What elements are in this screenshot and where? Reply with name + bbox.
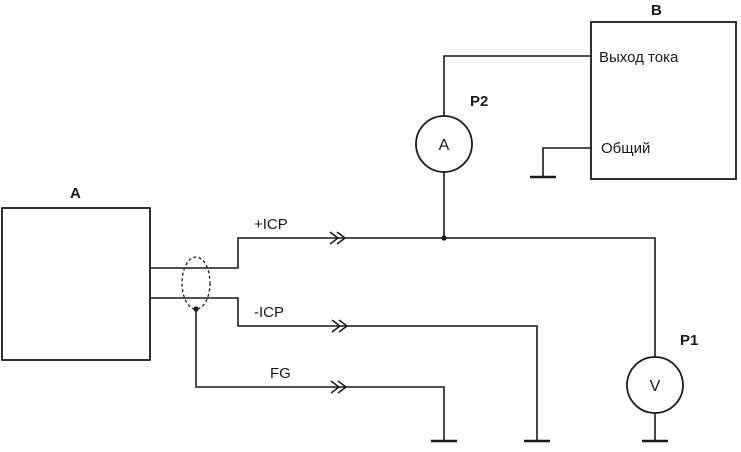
connector-arrow-fg-1 xyxy=(330,380,341,394)
connector-arrow-icp-minus-1 xyxy=(331,319,342,333)
block-b-output-terminal-label: Выход тока xyxy=(599,49,679,66)
icp-plus-wire xyxy=(150,237,656,358)
connector-arrow-fg-2 xyxy=(337,380,348,394)
block-b xyxy=(590,21,737,180)
ammeter-symbol: A xyxy=(439,137,450,154)
block-a-label: A xyxy=(70,185,81,202)
block-b-label: B xyxy=(651,2,662,19)
common-ground-wire xyxy=(542,147,591,176)
fg-wire xyxy=(195,309,445,440)
icp-plus-label: +ICP xyxy=(254,216,288,233)
voltmeter-p1-label: P1 xyxy=(680,332,698,349)
voltmeter-symbol: V xyxy=(650,378,661,395)
connector-arrow-icp-minus-2 xyxy=(338,319,349,333)
junction-dot xyxy=(441,235,447,241)
current-output-wire xyxy=(443,55,591,120)
fg-label: FG xyxy=(270,365,291,382)
block-a xyxy=(1,207,151,361)
ammeter-p2-label: P2 xyxy=(470,93,488,110)
icp-minus-label: -ICP xyxy=(254,304,284,321)
icp-minus-wire xyxy=(150,297,538,440)
connector-arrow-icp-plus-1 xyxy=(329,231,340,245)
connector-arrow-icp-plus-2 xyxy=(336,231,347,245)
block-b-common-terminal-label: Общий xyxy=(601,140,650,157)
cable-shield xyxy=(181,256,211,310)
